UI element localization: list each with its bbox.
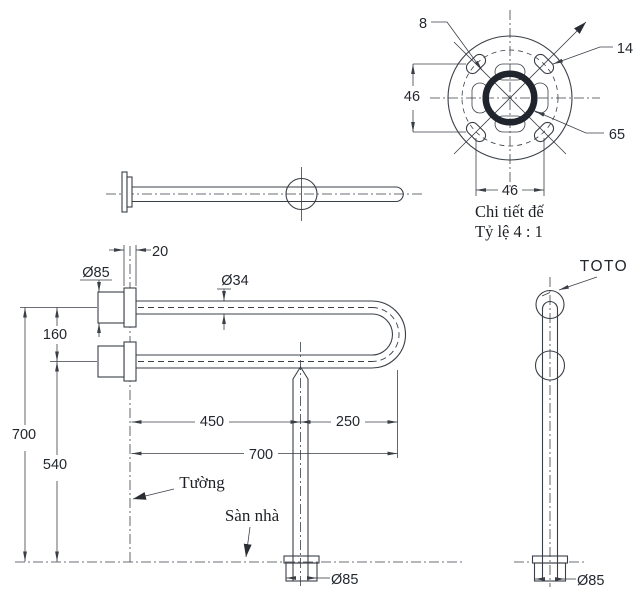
dim-arm-gap: 160 (43, 327, 67, 343)
front-view: Ø85 20 Ø34 700 160 540 450 250 (12, 244, 462, 588)
dim-span-post-to-end: 250 (336, 414, 360, 430)
side-upper-arm-circle (535, 289, 565, 320)
post-base-body (285, 562, 318, 582)
label-floor: Sàn nhà (225, 506, 280, 525)
side-lower-arm-circle (534, 350, 566, 381)
flange-detail-view: 46 46 8 14 65 Chi tiết đế Tỷ lệ 4 : 1 (404, 10, 633, 241)
slot-hole-top-right (533, 53, 555, 75)
post-cone-right (299, 366, 309, 380)
bend-centerline (371, 307, 400, 362)
plan-flange-collar (126, 176, 133, 208)
leader-ring (534, 110, 604, 134)
dim-tube-diameter: Ø34 (221, 273, 248, 289)
dim-pitch-horizontal: 46 (502, 183, 518, 199)
slot-hole-bottom-left (465, 121, 487, 143)
leader-hole (431, 21, 483, 71)
plan-view (106, 167, 424, 221)
post-cone-left (292, 366, 302, 380)
dim-span-wall-to-post: 450 (200, 414, 224, 430)
detail-caption: Chi tiết đế (475, 202, 544, 221)
slot-hole-bottom-right (533, 121, 555, 143)
dim-flange-diameter: Ø85 (82, 265, 109, 281)
bend-inner-arc (371, 313, 394, 356)
label-wall: Tường (179, 473, 225, 492)
leader-slot (552, 46, 613, 65)
side-base-body (533, 562, 567, 582)
lobe-south (494, 115, 526, 133)
tube-section-ring (482, 70, 538, 126)
upper-flange-plate (123, 287, 137, 328)
lower-flange-plate (123, 341, 137, 382)
side-post-cap (541, 301, 559, 310)
dim-hole: 8 (419, 16, 427, 32)
lower-flange-cup (97, 345, 125, 378)
dim-span-total: 700 (249, 447, 273, 463)
dim-pitch-vertical: 46 (404, 89, 420, 105)
lobe-north (494, 63, 526, 81)
dim-height-total: 700 (12, 427, 36, 443)
upper-flange-cup (97, 291, 125, 324)
dim-base-diameter: Ø85 (331, 572, 358, 588)
bend-outer-arc (371, 300, 407, 369)
flange-outer-circle (447, 35, 573, 161)
dim-ring-diameter: 65 (609, 127, 625, 143)
dim-base-diameter-side: Ø85 (577, 573, 604, 589)
brand-label: TOTO (580, 258, 629, 275)
plan-tube-end-cap (395, 186, 404, 203)
dim-height-lower: 540 (43, 457, 67, 473)
wall-arrow (132, 488, 175, 500)
brand-leader (558, 276, 598, 291)
dim-slot: 14 (617, 41, 633, 57)
bolt-circle-dashed (461, 49, 559, 147)
detail-diagonal-2-arrow (453, 21, 587, 155)
brand-stamp-mark (541, 292, 551, 297)
dim-plate-thickness: 20 (152, 244, 168, 260)
floor-arrow (243, 526, 252, 558)
detail-scale: Tỷ lệ 4 : 1 (475, 222, 543, 241)
side-view: TOTO Ø85 (514, 258, 629, 589)
plan-flange-plate (121, 171, 128, 213)
